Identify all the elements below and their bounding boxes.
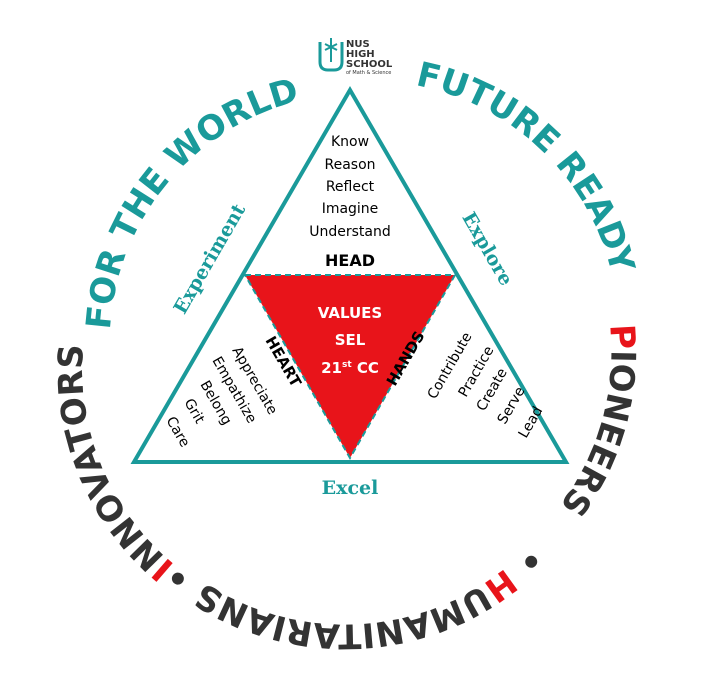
head-item-understand: Understand	[309, 224, 391, 240]
heart-item-grit: Grit	[181, 396, 208, 427]
ring-future-ready: FUTURE READY	[413, 55, 642, 278]
logo-line-4: of Math & Science	[346, 70, 391, 76]
heart-section: HEART Appreciate Empathize Belong Grit C…	[163, 333, 306, 450]
logo-line-2: HIGH	[346, 49, 375, 60]
label-explore: Explore	[457, 208, 517, 289]
head-label: HEAD	[325, 251, 375, 270]
inner-red-triangle	[243, 274, 457, 461]
head-item-imagine: Imagine	[322, 201, 379, 217]
nus-high-school-logo-icon	[318, 38, 344, 72]
center-text: VALUES SEL 21st CC	[318, 304, 382, 377]
center-sel: SEL	[335, 331, 366, 349]
ring-humanitarians: • HUMANITARIANS •	[158, 539, 552, 656]
head-item-reason: Reason	[324, 157, 375, 173]
outer-triangle	[130, 86, 570, 464]
head-section: Know Reason Reflect Imagine Understand H…	[309, 134, 391, 270]
center-21st-cc: 21st CC	[321, 359, 379, 377]
school-logo: NUS HIGH SCHOOL of Math & Science	[318, 38, 393, 76]
center-values: VALUES	[318, 304, 382, 322]
ring-innovators: INNOVATORS	[51, 343, 181, 588]
heart-item-care: Care	[163, 414, 193, 450]
label-experiment: Experiment	[169, 200, 250, 318]
head-item-know: Know	[331, 134, 369, 150]
logo-line-3: SCHOOL	[346, 59, 393, 70]
logo-line-1: NUS	[346, 39, 370, 50]
label-excel: Excel	[322, 477, 379, 499]
head-item-reflect: Reflect	[326, 179, 375, 195]
